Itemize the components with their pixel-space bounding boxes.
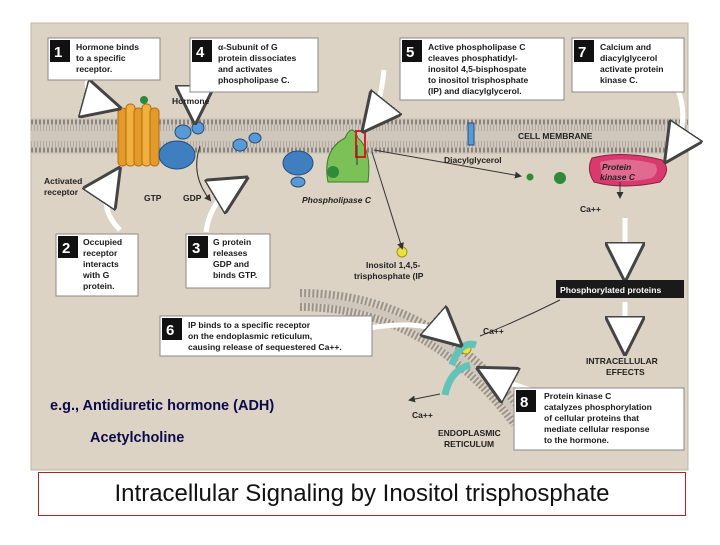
gtp-label: GTP [144, 193, 162, 203]
step-box-1: 1 Hormone binds to a specific receptor. [47, 37, 161, 81]
receptor [117, 103, 160, 167]
step-number: 4 [196, 44, 205, 61]
example-note: e.g., Antidiuretic hormone (ADH) [50, 398, 275, 414]
step-line: binds GTP. [213, 270, 257, 280]
phosphorylated-proteins-box: Phosphorylated proteins [556, 280, 684, 298]
step-line: of cellular proteins that [544, 413, 639, 423]
pkc-label-2: kinase C [600, 172, 636, 182]
ip3-label-2: trisphosphate (IP [354, 271, 424, 281]
step-line: receptor. [76, 64, 112, 74]
flow-arrows [87, 53, 682, 400]
step-line: mediate cellular response [544, 424, 650, 434]
intracellular-effects-label-2: EFFECTS [606, 367, 645, 377]
step-box-8: 8 Protein kinase C catalyzes phosphoryla… [513, 387, 685, 451]
step-line: protein dissociates [218, 53, 297, 63]
phospholipase-label: Phospholipase C [302, 195, 372, 205]
hormone-label: Hormone [172, 96, 210, 106]
activated-receptor-label-2: receptor [44, 187, 79, 197]
pip2-marker [467, 122, 475, 146]
step-line: kinase C. [600, 75, 638, 85]
step-line: and activates [218, 64, 273, 74]
step-line: protein. [83, 281, 115, 291]
step-line: diacylglycerol [600, 53, 657, 63]
step-box-6: 6 IP binds to a specific receptor on the… [159, 315, 373, 357]
step-line: Occupied [83, 237, 122, 247]
cell-membrane-label: CELL MEMBRANE [518, 131, 593, 141]
ca-label-left: Ca++ [412, 410, 433, 420]
er-label: ENDOPLASMIC [438, 428, 501, 438]
step-line: cleaves phosphatidyl- [428, 53, 518, 63]
step-line: inositol 4,5-bisphospate [428, 64, 527, 74]
ca-label-right: Ca++ [580, 204, 601, 214]
step-number: 1 [54, 44, 62, 61]
diacylglycerol-label: Diacylglycerol [444, 155, 502, 165]
step-line: on the endoplasmic reticulum, [188, 331, 312, 341]
step-line: phospholipase C. [218, 75, 290, 85]
step-line: to inositol trisphosphate [428, 75, 528, 85]
step-box-7: 7 Calcium and diacylglycerol activate pr… [571, 37, 685, 93]
step-line: Protein kinase C [544, 391, 611, 401]
acetylcholine-note: Acetylcholine [90, 430, 185, 446]
step-box-3: 3 G protein releases GDP and binds GTP. [185, 233, 271, 289]
step-box-2: 2 Occupied receptor interacts with G pro… [55, 233, 139, 297]
step-number: 2 [62, 240, 70, 257]
step-number: 7 [578, 44, 586, 61]
step-line: GDP and [213, 259, 249, 269]
step-line: catalyzes phosphorylation [544, 402, 652, 412]
step-line: Calcium and [600, 42, 651, 52]
step-line: IP binds to a specific receptor [188, 320, 311, 330]
step-line: activate protein [600, 64, 664, 74]
step-line: to a specific [76, 53, 126, 63]
slide-caption: Intracellular Signaling by Inositol tris… [38, 472, 686, 516]
gdp-label: GDP [183, 193, 202, 203]
step-number: 8 [520, 394, 528, 411]
protein-kinase-c [526, 153, 667, 187]
step-line: Hormone binds [76, 42, 139, 52]
step-line: to the hormone. [544, 435, 609, 445]
ip3-dot [396, 246, 408, 258]
step-line: with G [82, 270, 110, 280]
step-line: releases [213, 248, 248, 258]
activated-receptor-label: Activated [44, 176, 82, 186]
step-line: G protein [213, 237, 251, 247]
ca-label-er: Ca++ [483, 326, 504, 336]
phospholipase-c [326, 129, 370, 183]
step-number: 3 [192, 240, 200, 257]
step-line: α-Subunit of G [218, 42, 278, 52]
step-line: causing release of sequestered Ca++. [188, 342, 342, 352]
intracellular-effects-label: INTRACELLULAR [586, 356, 658, 366]
step-box-4: 4 α-Subunit of G protein dissociates and… [189, 37, 319, 93]
step-number: 6 [166, 322, 174, 339]
step-line: (IP) and diacylglycerol. [428, 86, 522, 96]
step-number: 5 [406, 44, 414, 61]
pkc-label: Protein [602, 162, 631, 172]
step-line: Active phospholipase C [428, 42, 525, 52]
step-box-5: 5 Active phospholipase C cleaves phospha… [399, 37, 565, 101]
hormone-dot [140, 96, 148, 104]
er-label-2: RETICULUM [444, 439, 494, 449]
step-line: interacts [83, 259, 119, 269]
phosphorylated-label: Phosphorylated proteins [560, 285, 661, 295]
step-line: receptor [83, 248, 118, 258]
ip3-label: Inositol 1,4,5- [366, 260, 420, 270]
